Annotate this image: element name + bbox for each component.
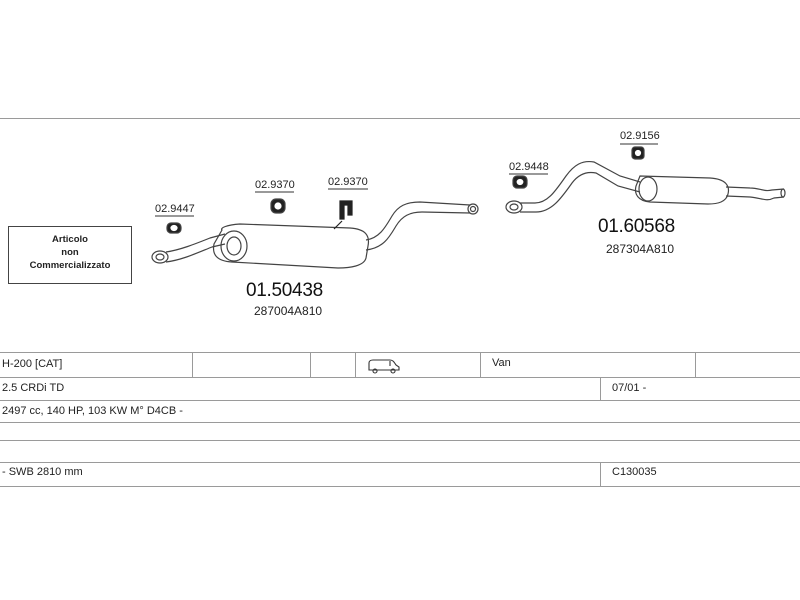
front-silencer-assembly bbox=[151, 201, 479, 269]
table-bottom-border bbox=[0, 486, 800, 487]
table-row-divider bbox=[0, 462, 800, 463]
table-row-divider bbox=[0, 422, 800, 423]
wheelbase: - SWB 2810 mm bbox=[2, 466, 83, 478]
clamp-label: 02.9156 bbox=[620, 130, 660, 142]
table-top-border bbox=[0, 352, 800, 353]
notice-line: Articolo bbox=[52, 234, 88, 245]
notice-line: Commercializzato bbox=[29, 260, 111, 271]
table-col-divider bbox=[600, 377, 601, 400]
table-col-divider bbox=[695, 352, 696, 377]
oem-reference: 287304A810 bbox=[606, 242, 675, 256]
table-row-divider bbox=[0, 377, 800, 378]
clamp-label: 02.9370 bbox=[255, 179, 295, 191]
table-col-divider bbox=[192, 352, 193, 377]
hanger-02-9156 bbox=[631, 146, 645, 160]
engine-name: 2.5 CRDi TD bbox=[2, 382, 65, 394]
clamp-label: 02.9370 bbox=[328, 176, 368, 188]
table-col-divider bbox=[600, 462, 601, 486]
table-row-divider bbox=[0, 440, 800, 441]
rear-silencer-assembly bbox=[505, 160, 786, 214]
hanger-02-9370-a bbox=[270, 198, 286, 214]
table-col-divider bbox=[480, 352, 481, 377]
table-col-divider bbox=[355, 352, 356, 377]
hanger-02-9448 bbox=[512, 175, 528, 189]
frame-top-border bbox=[0, 118, 800, 119]
clamp-label: 02.9447 bbox=[155, 203, 195, 215]
notice-line: non bbox=[61, 247, 79, 258]
vehicle-model: H-200 [CAT] bbox=[2, 358, 63, 370]
not-commercialized-notice: Articolo non Commercializzato bbox=[8, 226, 132, 284]
table-col-divider bbox=[310, 352, 311, 377]
table-row-divider bbox=[0, 400, 800, 401]
system-code: C130035 bbox=[612, 466, 657, 478]
body-type: Van bbox=[492, 357, 511, 369]
oem-reference: 287004A810 bbox=[254, 304, 323, 318]
hanger-02-9370-b bbox=[333, 200, 353, 230]
part-number[interactable]: 01.50438 bbox=[246, 280, 323, 301]
engine-specs: 2497 cc, 140 HP, 103 KW M° D4CB - bbox=[2, 405, 183, 417]
part-number[interactable]: 01.60568 bbox=[598, 216, 675, 237]
van-icon bbox=[368, 359, 400, 374]
clamp-label: 02.9448 bbox=[509, 161, 549, 173]
production-date: 07/01 - bbox=[612, 382, 647, 394]
hanger-02-9447 bbox=[166, 222, 182, 234]
